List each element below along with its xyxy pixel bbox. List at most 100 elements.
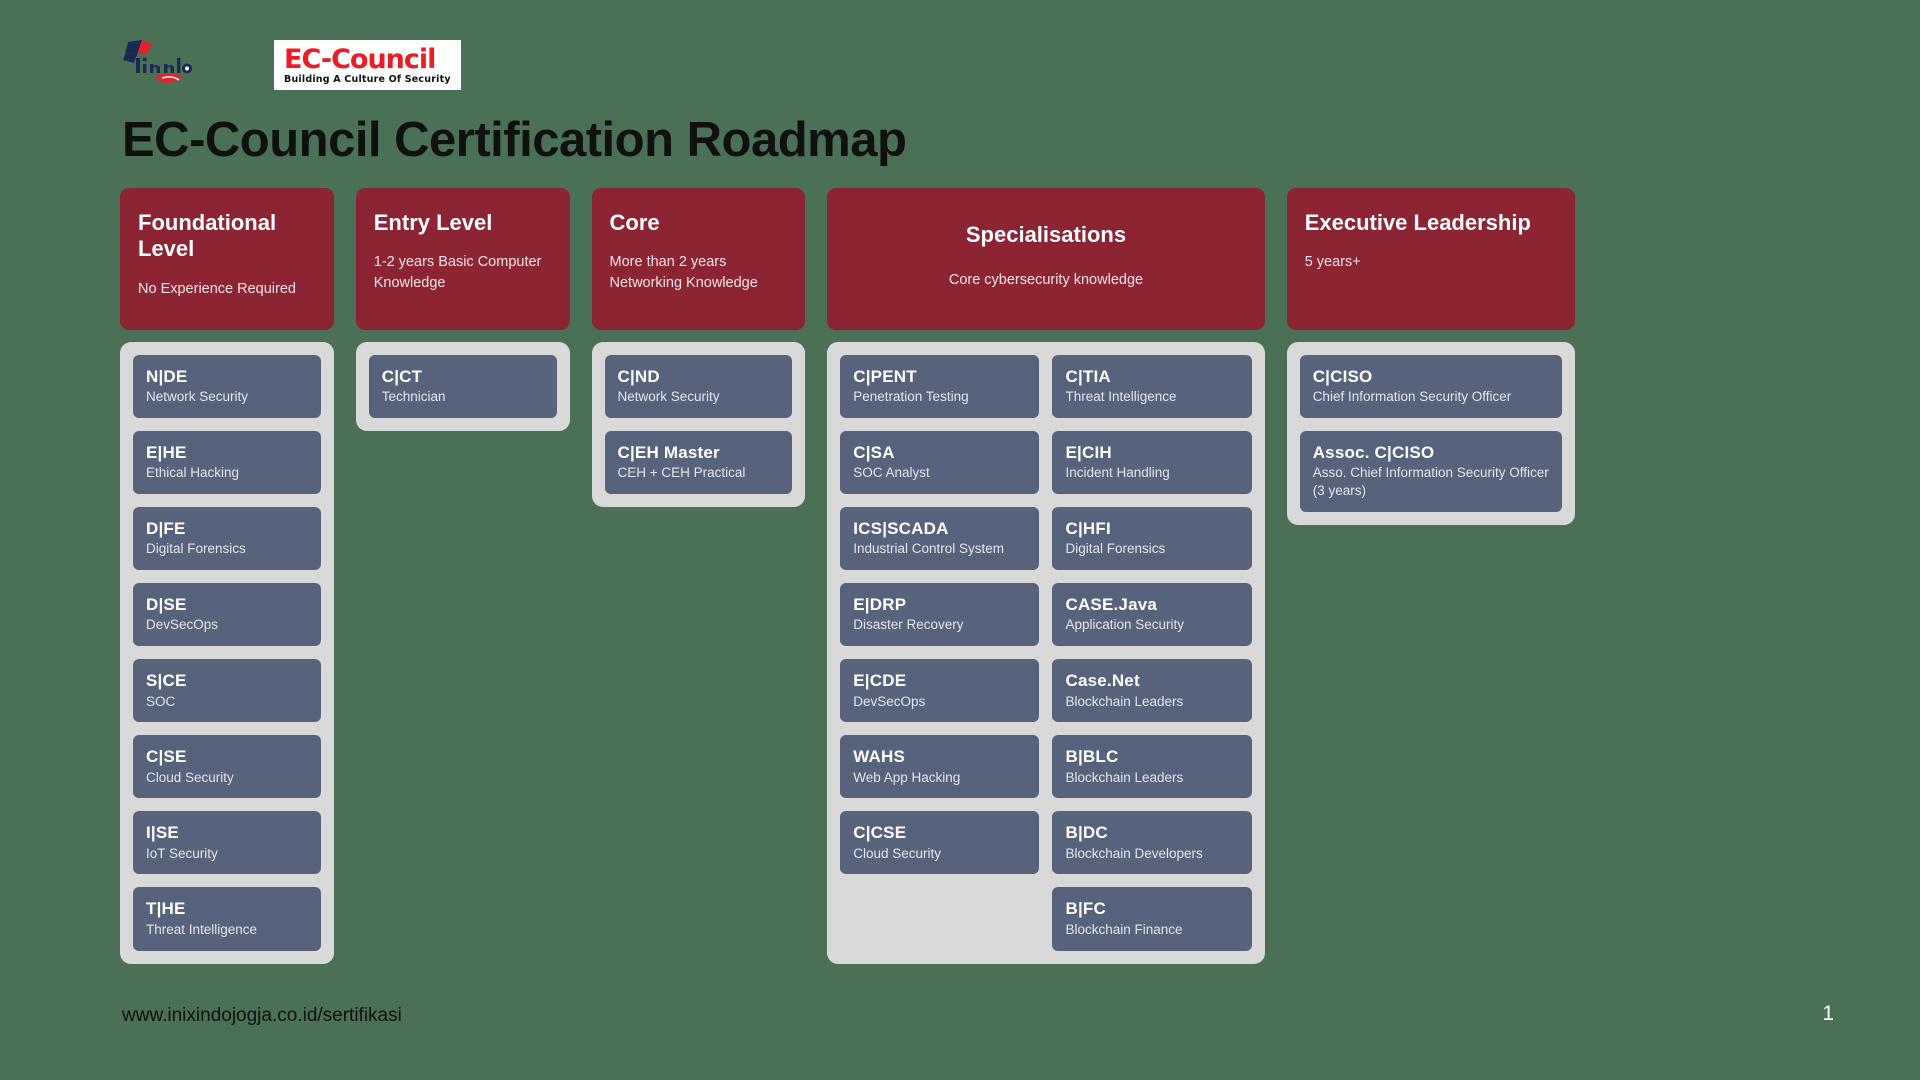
cert-code: C|ND bbox=[617, 367, 660, 386]
cert-tray-foundational: N|DE Network Security E|HE Ethical Hacki… bbox=[120, 342, 334, 964]
page-number: 1 bbox=[1822, 1002, 1834, 1025]
cert-card-dfe[interactable]: D|FE Digital Forensics bbox=[133, 507, 321, 571]
cert-card-wahs[interactable]: WAHS Web App Hacking bbox=[840, 735, 1040, 799]
cert-code: B|DC bbox=[1065, 823, 1108, 843]
column-header-foundational: Foundational Level No Experience Require… bbox=[120, 188, 334, 330]
cert-desc: Network Security bbox=[146, 389, 249, 405]
cert-code: C|CISO bbox=[1312, 367, 1373, 386]
cert-desc: Blockchain Developers bbox=[1065, 845, 1203, 861]
cert-code: D|FE bbox=[146, 519, 186, 539]
cert-desc: Threat Intelligence bbox=[1065, 389, 1177, 405]
column-title: Core bbox=[609, 210, 660, 235]
cert-card-ics-scada[interactable]: ICS|SCADA Industrial Control System bbox=[840, 507, 1040, 571]
eccouncil-logo-title: EC-Council bbox=[284, 44, 436, 76]
cert-code: C|SA bbox=[853, 443, 895, 463]
cert-stack: C|CT Technician bbox=[368, 355, 557, 419]
cert-stack: N|DE Network Security E|HE Ethical Hacki… bbox=[133, 355, 321, 951]
cert-stack: C|ND Network Security C|EH Master CEH + … bbox=[604, 355, 793, 495]
column-subtitle: No Experience Required bbox=[138, 280, 296, 297]
cert-code: E|CIH bbox=[1065, 443, 1112, 463]
cert-desc: Penetration Testing bbox=[853, 389, 969, 405]
cert-desc: SOC Analyst bbox=[853, 465, 930, 481]
cert-card-chfi[interactable]: C|HFI Digital Forensics bbox=[1052, 507, 1252, 571]
column-title: Executive Leadership bbox=[1304, 210, 1531, 235]
cert-desc: Network Security bbox=[617, 389, 720, 405]
cert-card-bblc[interactable]: B|BLC Blockchain Leaders bbox=[1052, 735, 1252, 799]
cert-desc: Incident Handling bbox=[1065, 465, 1170, 481]
cert-desc: Cloud Security bbox=[146, 769, 234, 785]
cert-code: I|SE bbox=[146, 823, 179, 843]
cert-desc: CEH + CEH Practical bbox=[617, 465, 746, 481]
cert-card-bdc[interactable]: B|DC Blockchain Developers bbox=[1052, 811, 1252, 875]
cert-card-case-java[interactable]: CASE.Java Application Security bbox=[1052, 583, 1252, 647]
column-title: Specialisations bbox=[965, 222, 1127, 247]
column-subtitle: Core cybersecurity knowledge bbox=[948, 272, 1144, 289]
eccouncil-logo: EC-Council Building A Culture Of Securit… bbox=[274, 40, 461, 90]
cert-card-the[interactable]: T|HE Threat Intelligence bbox=[133, 887, 321, 951]
cert-card-nde[interactable]: N|DE Network Security bbox=[133, 355, 321, 419]
cert-card-edrp[interactable]: E|DRP Disaster Recovery bbox=[840, 583, 1040, 647]
cert-code: B|BLC bbox=[1065, 747, 1119, 767]
cert-card-ceh-master[interactable]: C|EH Master CEH + CEH Practical bbox=[604, 431, 793, 495]
column-subtitle: 1-2 years Basic Computer Knowledge bbox=[373, 254, 542, 292]
column-specialisations: Specialisations Core cybersecurity knowl… bbox=[827, 188, 1265, 964]
cert-desc: Digital Forensics bbox=[146, 541, 246, 557]
cert-code: C|EH Master bbox=[617, 443, 720, 463]
page-title: EC-Council Certification Roadmap bbox=[122, 113, 907, 167]
cert-card-cnd[interactable]: C|ND Network Security bbox=[604, 355, 793, 419]
cert-code: C|PENT bbox=[853, 367, 917, 386]
cert-code: C|TIA bbox=[1065, 367, 1111, 386]
cert-card-ctia[interactable]: C|TIA Threat Intelligence bbox=[1052, 355, 1252, 419]
cert-desc: Ethical Hacking bbox=[146, 465, 240, 481]
cert-code: Case.Net bbox=[1065, 671, 1140, 691]
cert-code: CASE.Java bbox=[1065, 595, 1158, 615]
cert-code: C|SE bbox=[146, 747, 187, 767]
column-header-entry-level: Entry Level 1-2 years Basic Computer Kno… bbox=[355, 188, 570, 330]
column-subtitle: More than 2 years Networking Knowledge bbox=[609, 254, 758, 292]
cert-tray-specialisations: C|PENT Penetration Testing C|SA SOC Anal… bbox=[827, 342, 1265, 964]
cert-desc: Industrial Control System bbox=[853, 541, 1005, 557]
cert-card-cciso[interactable]: C|CISO Chief Information Security Office… bbox=[1299, 355, 1562, 419]
column-entry-level: Entry Level 1-2 years Basic Computer Kno… bbox=[355, 188, 570, 432]
cert-desc: DevSecOps bbox=[853, 693, 926, 709]
cert-tray-executive-leadership: C|CISO Chief Information Security Office… bbox=[1286, 342, 1575, 525]
cert-card-case-net[interactable]: Case.Net Blockchain Leaders bbox=[1052, 659, 1252, 723]
cert-code: C|CSE bbox=[853, 823, 907, 843]
column-header-executive-leadership: Executive Leadership 5 years+ bbox=[1286, 188, 1575, 330]
column-header-core: Core More than 2 years Networking Knowle… bbox=[591, 188, 806, 330]
cert-card-assoc-cciso[interactable]: Assoc. C|CISO Asso. Chief Information Se… bbox=[1299, 431, 1562, 512]
cert-desc: Web App Hacking bbox=[853, 769, 961, 785]
cert-stack-left: C|PENT Penetration Testing C|SA SOC Anal… bbox=[840, 355, 1040, 951]
cert-card-cct[interactable]: C|CT Technician bbox=[368, 355, 557, 419]
cert-code: ICS|SCADA bbox=[853, 519, 949, 539]
cert-tray-columns: C|PENT Penetration Testing C|SA SOC Anal… bbox=[840, 355, 1252, 951]
cert-stack: C|CISO Chief Information Security Office… bbox=[1299, 355, 1562, 512]
cert-code: D|SE bbox=[146, 595, 187, 615]
cert-tray-core: C|ND Network Security C|EH Master CEH + … bbox=[591, 342, 806, 508]
cert-card-ecde[interactable]: E|CDE DevSecOps bbox=[840, 659, 1040, 723]
cert-desc: Threat Intelligence bbox=[146, 921, 258, 937]
cert-desc: Cloud Security bbox=[853, 845, 942, 861]
cert-stack-right: C|TIA Threat Intelligence E|CIH Incident… bbox=[1052, 355, 1252, 951]
cert-desc: DevSecOps bbox=[146, 617, 219, 633]
cert-card-dse[interactable]: D|SE DevSecOps bbox=[133, 583, 321, 647]
cert-card-bfc[interactable]: B|FC Blockchain Finance bbox=[1052, 887, 1252, 951]
cert-card-ise[interactable]: I|SE IoT Security bbox=[133, 811, 321, 875]
roadmap-columns: Foundational Level No Experience Require… bbox=[120, 188, 1575, 964]
cert-card-cse[interactable]: C|SE Cloud Security bbox=[133, 735, 321, 799]
cert-card-cpent[interactable]: C|PENT Penetration Testing bbox=[840, 355, 1040, 419]
cert-card-ccse[interactable]: C|CSE Cloud Security bbox=[840, 811, 1040, 875]
cert-code: Assoc. C|CISO bbox=[1312, 443, 1435, 463]
column-header-specialisations: Specialisations Core cybersecurity knowl… bbox=[827, 188, 1265, 330]
eccouncil-logo-tagline: Building A Culture Of Security bbox=[284, 74, 451, 86]
cert-code: S|CE bbox=[146, 671, 187, 691]
cert-card-csa[interactable]: C|SA SOC Analyst bbox=[840, 431, 1040, 495]
cert-tray-entry-level: C|CT Technician bbox=[355, 342, 570, 432]
cert-desc: Digital Forensics bbox=[1065, 541, 1166, 557]
cert-card-ecih[interactable]: E|CIH Incident Handling bbox=[1052, 431, 1252, 495]
cert-card-sce[interactable]: S|CE SOC bbox=[133, 659, 321, 723]
cert-card-ehe[interactable]: E|HE Ethical Hacking bbox=[133, 431, 321, 495]
footer-url[interactable]: www.inixindojogja.co.id/sertifikasi bbox=[122, 1005, 402, 1026]
logo-row: EC-Council Building A Culture Of Securit… bbox=[122, 38, 461, 92]
